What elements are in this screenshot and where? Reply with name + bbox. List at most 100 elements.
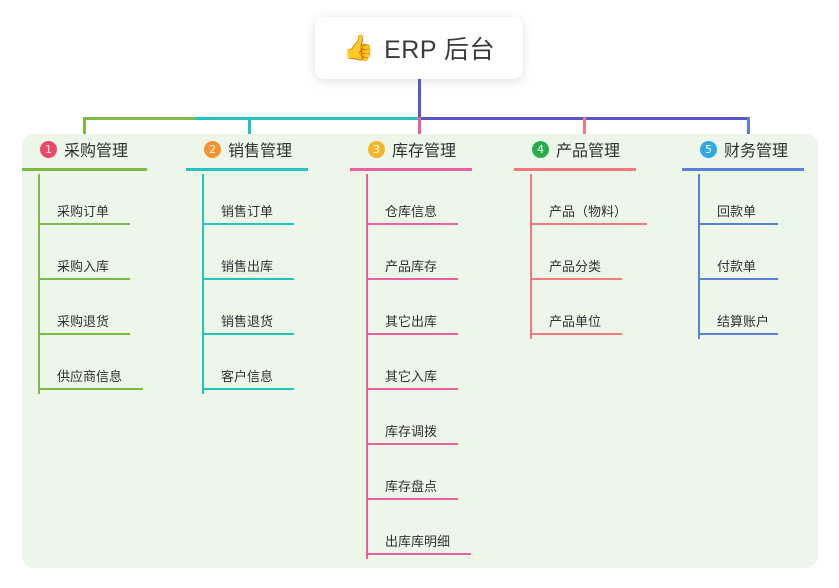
branch-item-rule [366,553,471,555]
branch-item-label: 产品单位 [549,314,602,329]
branch-item[interactable]: 回款单 [682,174,788,229]
branch-item-rule [38,388,143,390]
drop-inventory [418,117,421,145]
branch-item-label: 产品（物料） [549,204,628,219]
branch-item-label: 付款单 [717,259,757,274]
branch-item[interactable]: 仓库信息 [350,174,458,229]
branch-item-rule [530,223,647,225]
branch-items: 回款单付款单结算账户 [682,174,788,339]
branch-item-rule [366,223,458,225]
branch-item-label: 出库库明细 [385,534,451,549]
branch-spine [530,174,532,339]
branch-item-rule [366,498,458,500]
branch-item-rule [202,223,294,225]
branch-item[interactable]: 产品库存 [350,229,458,284]
branch-item-label: 销售订单 [221,204,274,219]
branch-item-rule [38,333,130,335]
branch-spine [698,174,700,339]
branch-item-label: 库存调拨 [385,424,438,439]
branch-item[interactable]: 产品（物料） [514,174,647,229]
branch-item[interactable]: 采购订单 [22,174,130,229]
branch-title: 销售管理 [228,143,293,160]
branch-header-rule [514,168,636,171]
branch-item[interactable]: 库存盘点 [350,449,458,504]
branch-header-2[interactable]: 2 销售管理 [186,134,292,164]
branch-item-rule [530,333,622,335]
branch-item-rule [38,223,130,225]
branch-number-badge: 4 [532,140,549,158]
branch-item-rule [38,278,130,280]
branch-item-label: 销售退货 [221,314,274,329]
branch-item-label: 产品分类 [549,259,602,274]
branch-item-rule [366,443,458,445]
drop-product [583,117,586,145]
drop-purchase [83,117,86,145]
drop-sales [248,117,251,145]
branch-item[interactable]: 产品单位 [514,284,622,339]
thumbs-up-emoji: 👍 [342,33,375,62]
branch-item-rule [698,278,778,280]
branch-items: 销售订单销售出库销售退货客户信息 [186,174,294,394]
branch-item[interactable]: 销售出库 [186,229,294,284]
branch-item-label: 供应商信息 [57,369,123,384]
branch-item-rule [202,278,294,280]
branch-item-label: 回款单 [717,204,757,219]
branch-item-label: 结算账户 [717,314,770,329]
branch-spine [202,174,204,394]
branch-item-rule [202,388,294,390]
branch-item[interactable]: 产品分类 [514,229,622,284]
branch-number-badge: 2 [204,140,221,158]
branch-item-rule [698,333,778,335]
branch-item[interactable]: 采购入库 [22,229,130,284]
branch-item[interactable]: 出库库明细 [350,504,471,559]
branch-item-rule [530,278,622,280]
branch-item-label: 客户信息 [221,369,274,384]
branch-number-badge: 5 [700,140,717,158]
branch-item[interactable]: 供应商信息 [22,339,143,394]
branch-item-rule [366,388,458,390]
branch-item-label: 采购退货 [57,314,110,329]
branch-column-2: 2 销售管理销售订单销售出库销售退货客户信息 [186,134,308,394]
bus-teal [195,117,419,120]
branch-header-1[interactable]: 1 采购管理 [22,134,128,164]
branch-item[interactable]: 采购退货 [22,284,130,339]
branch-number-badge: 3 [368,140,385,158]
branch-item-label: 其它出库 [385,314,438,329]
branch-item[interactable]: 客户信息 [186,339,294,394]
branch-item[interactable]: 结算账户 [682,284,788,339]
branch-item-label: 采购入库 [57,259,110,274]
branch-title: 采购管理 [64,143,129,160]
branch-item-rule [202,333,294,335]
root-stem-connector [418,79,421,119]
branch-item[interactable]: 库存调拨 [350,394,458,449]
branch-header-rule [186,168,308,171]
branch-number-badge: 1 [40,140,57,158]
branch-item[interactable]: 销售订单 [186,174,294,229]
branch-item-label: 销售出库 [221,259,274,274]
branch-spine [38,174,40,394]
branch-item-label: 仓库信息 [385,204,438,219]
branch-header-rule [22,168,147,171]
branch-header-rule [682,168,804,171]
root-node[interactable]: 👍 ERP 后台 [315,17,523,79]
branch-item[interactable]: 销售退货 [186,284,294,339]
branch-item[interactable]: 付款单 [682,229,788,284]
branch-item-rule [366,333,458,335]
branch-column-1: 1 采购管理采购订单采购入库采购退货供应商信息 [22,134,147,394]
branch-item-label: 采购订单 [57,204,110,219]
branch-item[interactable]: 其它入库 [350,339,458,394]
bus-green [83,117,195,120]
branch-items: 产品（物料） 产品分类产品单位 [514,174,647,339]
branch-header-rule [350,168,472,171]
branch-item-label: 其它入库 [385,369,438,384]
branches-panel: 1 采购管理采购订单采购入库采购退货供应商信息 2 销售管理销售订单销售出库销售退货客… [22,134,818,568]
branch-item-label: 产品库存 [385,259,438,274]
branch-item[interactable]: 其它出库 [350,284,458,339]
